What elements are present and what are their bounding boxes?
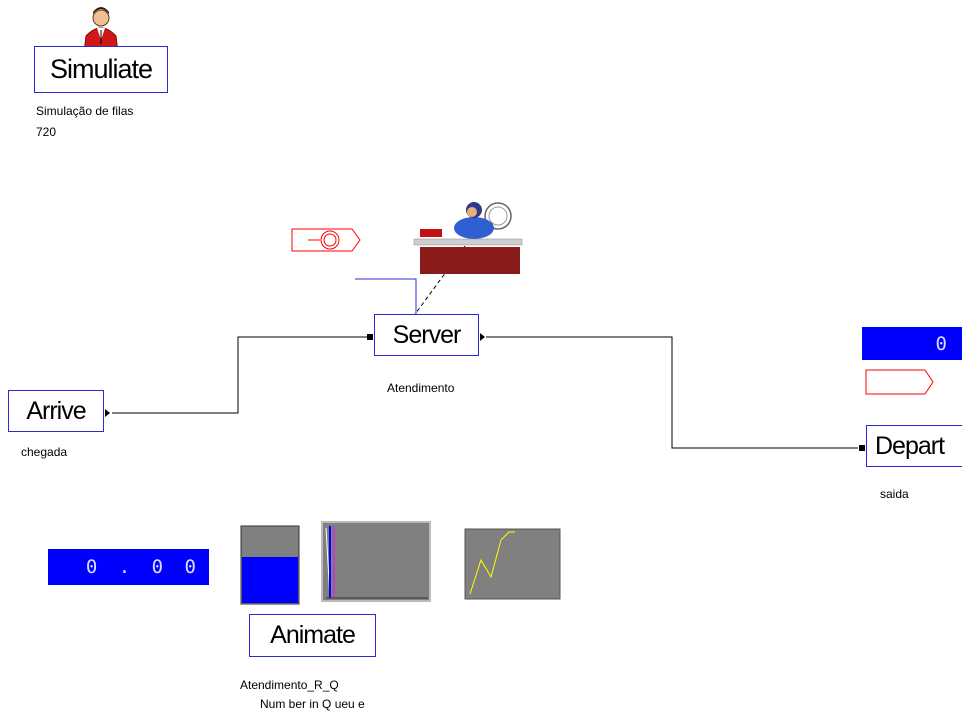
server-block[interactable]: Server — [374, 314, 479, 356]
animate-label: Animate — [270, 621, 356, 649]
queue-length-value: 0 . 0 0 — [85, 556, 201, 578]
depart-block[interactable]: Depart — [866, 425, 962, 467]
arrive-caption: chegada — [21, 445, 68, 459]
server-output-port[interactable] — [480, 333, 485, 341]
server-caption: Atendimento — [387, 381, 455, 395]
connector-arrive-server — [112, 336, 368, 414]
trace-plot — [464, 528, 561, 600]
depart-counter-value: 0 — [935, 332, 952, 355]
arrive-block[interactable]: Arrive — [8, 390, 104, 432]
simulate-block[interactable]: Simuliate — [34, 46, 168, 93]
queue-level-gauge — [240, 525, 300, 605]
simulate-caption: Simulação de filas — [36, 104, 134, 118]
simulate-value: 720 — [36, 125, 57, 139]
arrive-output-port[interactable] — [105, 409, 110, 417]
depart-input-port[interactable] — [859, 445, 865, 451]
clock-tag-icon — [291, 228, 361, 252]
simulate-label: Simuliate — [49, 54, 153, 84]
animate-caption-2: Num ber in Q ueu e — [260, 697, 365, 711]
server-input-port[interactable] — [367, 334, 373, 340]
tag-icon — [865, 369, 934, 395]
connector-server-depart — [486, 336, 858, 449]
queue-length-display: 0 . 0 0 — [48, 549, 209, 585]
blue-link — [355, 278, 417, 317]
depart-caption: saida — [880, 487, 909, 501]
server-label: Server — [392, 320, 462, 349]
depart-counter-display: 0 — [862, 327, 962, 360]
animate-block[interactable]: Animate — [249, 614, 376, 657]
depart-label: Depart — [875, 431, 945, 460]
queue-plot — [321, 521, 431, 602]
clerk-desk-icon — [413, 202, 523, 274]
arrive-label: Arrive — [26, 396, 86, 425]
animate-caption-1: Atendimento_R_Q — [240, 678, 339, 692]
